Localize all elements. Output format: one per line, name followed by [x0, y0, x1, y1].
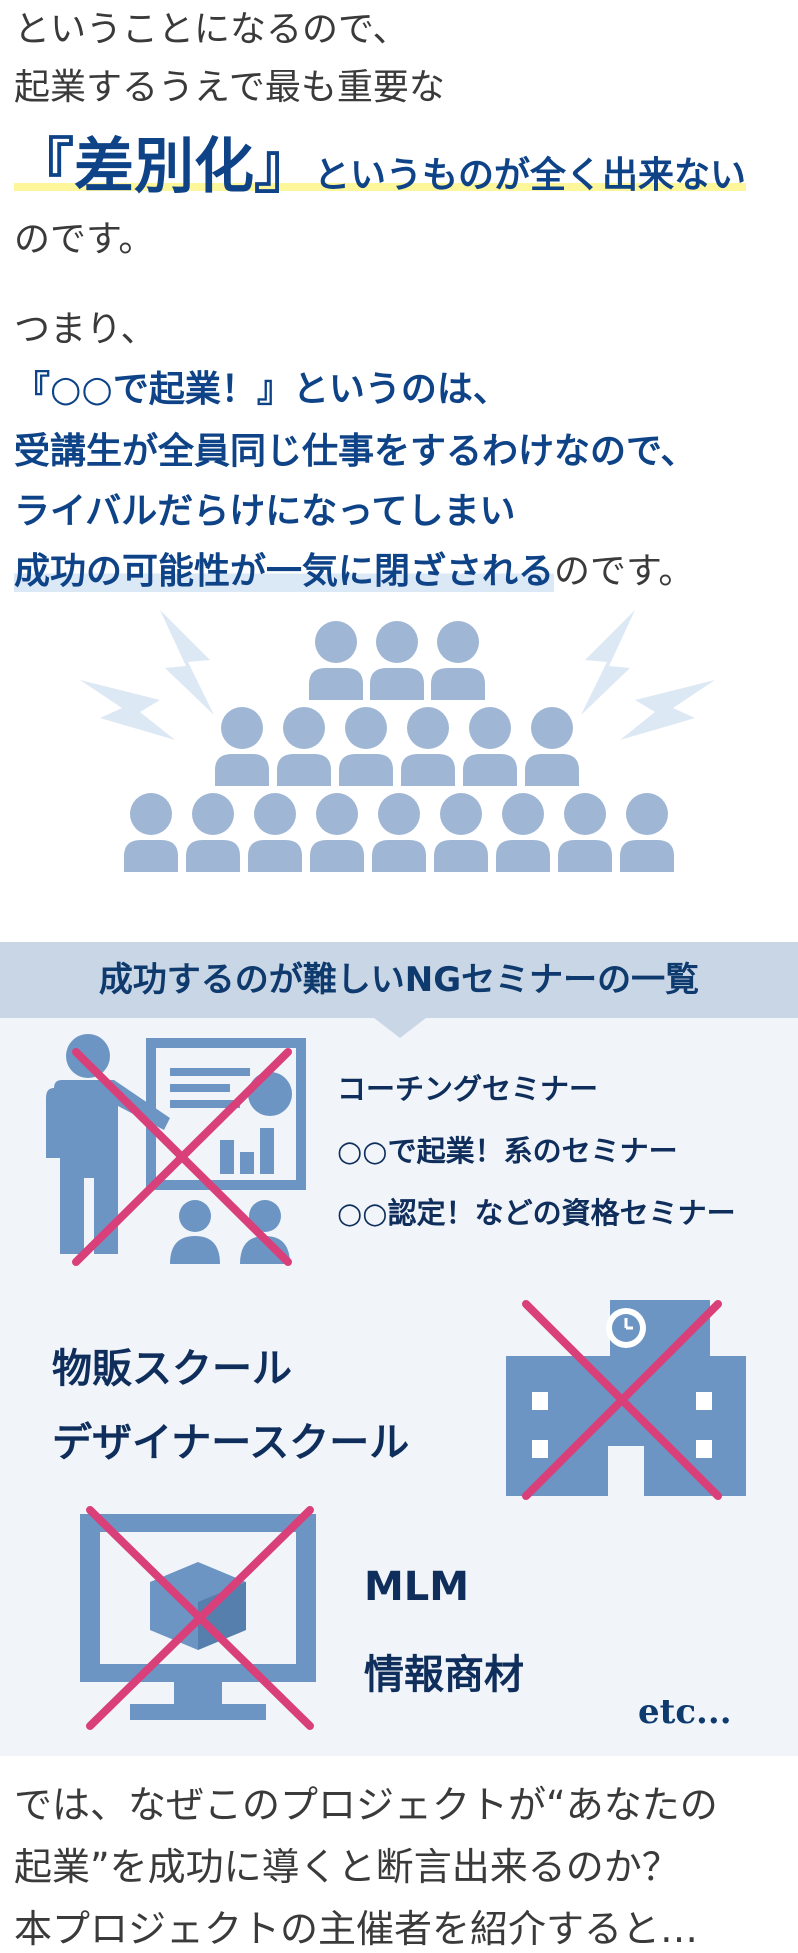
summary-lead: つまり、: [14, 309, 157, 350]
ng-list-header-band: [0, 942, 798, 1018]
crowd-row-2: [215, 707, 579, 786]
closing-line-3: 本プロジェクトの主催者を紹介すると…: [14, 1907, 699, 1951]
ng-item-designer-school: デザイナースクール: [52, 1420, 410, 1466]
intro-line-1: ということになるので、: [14, 9, 409, 50]
crowd-row-3: [124, 793, 674, 872]
crowd-row-1: [309, 621, 485, 700]
summary-bold-4: 成功の可能性が一気に閉ざされる: [14, 551, 555, 592]
intro-line-4: のです。: [14, 219, 155, 260]
ng-item-coaching: コーチングセミナー: [337, 1072, 599, 1106]
summary-bold-1: 『○○で起業！』というのは、: [14, 369, 509, 410]
summary-bold-3: ライバルだらけになってしまい: [14, 491, 516, 532]
closing-line-2: 起業”を成功に導くと断言出来るのか？: [14, 1845, 680, 1889]
headline-rest: というものが全く出来ない: [314, 155, 747, 196]
ng-item-info-product: 情報商材: [364, 1652, 524, 1698]
lightning-icon-right: [581, 610, 715, 740]
ng-item-startup-seminar: ○○で起業！系のセミナー: [337, 1134, 678, 1168]
headline-differentiation: 『差別化』: [14, 132, 314, 202]
ng-list-title: 成功するのが難しいNGセミナーの一覧: [98, 960, 700, 1000]
lightning-icon-left: [80, 610, 214, 740]
summary-bold-2: 受講生が全員同じ仕事をするわけなので、: [14, 431, 697, 472]
monitor-product-icon: [80, 1506, 316, 1730]
summary-tail-4: のです。: [554, 551, 695, 592]
ng-item-sales-school: 物販スクール: [52, 1346, 292, 1392]
ng-item-certification: ○○認定！などの資格セミナー: [337, 1196, 736, 1230]
school-building-icon: [506, 1300, 746, 1500]
closing-line-1: では、なぜこのプロジェクトが“あなたの: [14, 1783, 718, 1827]
ng-list-etc: etc...: [638, 1692, 732, 1732]
intro-line-2: 起業するうえで最も重要な: [14, 67, 445, 108]
intro-headline: 『差別化』というものが全く出来ない: [14, 118, 747, 205]
ng-list-pointer: [374, 1018, 426, 1038]
ng-item-mlm: MLM: [364, 1564, 470, 1610]
presenter-icon: [46, 1034, 306, 1266]
crowd-illustration: [80, 610, 715, 872]
summary-line-4: 成功の可能性が一気に閉ざされるのです。: [14, 542, 694, 594]
